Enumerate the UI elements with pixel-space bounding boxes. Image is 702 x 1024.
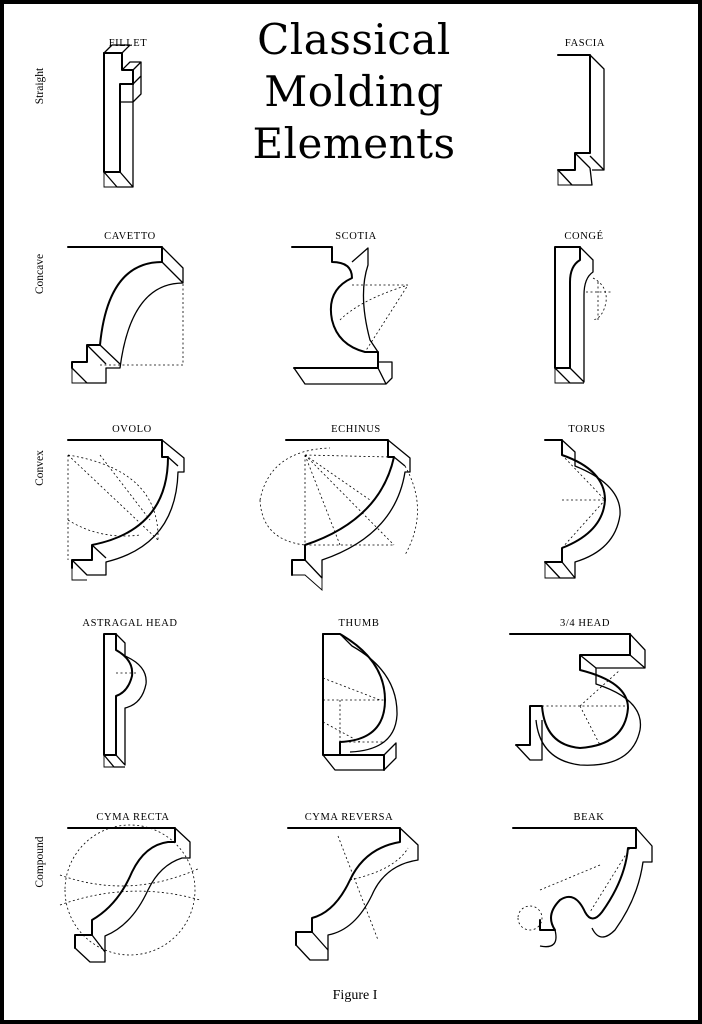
scotia-drawing <box>291 246 409 385</box>
molding-drawings <box>59 44 653 963</box>
title-line: Classical <box>257 15 451 64</box>
cyma-recta-drawing <box>59 824 201 963</box>
caption-conge: CONGÉ <box>564 231 604 242</box>
caption-fascia: FASCIA <box>564 38 606 49</box>
caption-fillet: FILLET <box>108 38 148 49</box>
title-line: Molding <box>264 67 444 116</box>
caption-cyma-recta: CYMA RECTA <box>96 812 170 823</box>
astragal-head-drawing <box>103 633 147 768</box>
beak-drawing <box>512 827 653 948</box>
caption-astragal-head: ASTRAGAL HEAD <box>82 618 178 629</box>
conge-drawing <box>554 246 612 384</box>
cyma-reversa-drawing <box>287 827 419 961</box>
fillet-drawing <box>103 44 142 188</box>
caption-echinus: ECHINUS <box>331 424 381 435</box>
caption-cyma-reversa: CYMA REVERSA <box>304 812 394 823</box>
figure-label: Figure I <box>332 988 378 1003</box>
caption-ovolo: OVOLO <box>112 424 152 435</box>
caption-torus: TORUS <box>568 424 606 435</box>
ovolo-drawing <box>67 439 185 581</box>
page-title: Classical Molding Elements <box>204 14 504 170</box>
three-quarter-head-drawing <box>509 633 646 766</box>
thumb-drawing <box>322 633 398 771</box>
echinus-drawing <box>259 439 418 591</box>
caption-three-quarter-head: 3/4 HEAD <box>559 618 611 629</box>
caption-thumb: THUMB <box>338 618 380 629</box>
torus-drawing <box>544 439 621 579</box>
title-line: Elements <box>252 119 456 168</box>
caption-cavetto: CAVETTO <box>104 231 156 242</box>
fascia-drawing <box>557 54 605 186</box>
caption-beak: BEAK <box>573 812 605 823</box>
caption-scotia: SCOTIA <box>335 231 377 242</box>
cavetto-drawing <box>67 246 184 384</box>
